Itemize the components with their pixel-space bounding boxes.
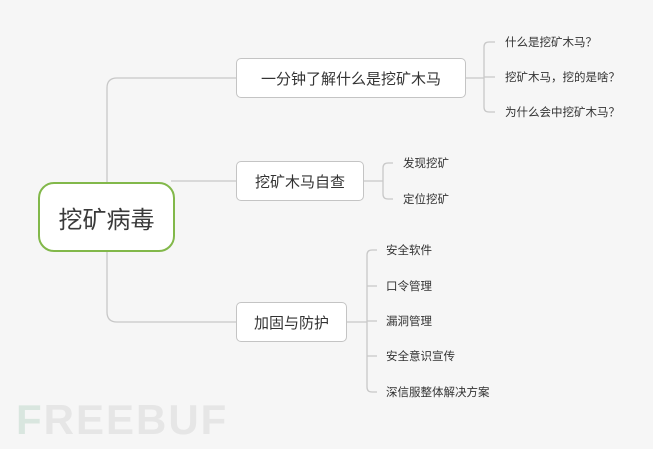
root-node[interactable]: 挖矿病毒 [38,182,175,252]
root-label: 挖矿病毒 [58,205,155,234]
watermark-prefix: F [16,396,44,443]
watermark-rest: REEBUF [43,396,229,443]
freebuf-watermark: FREEBUF [16,398,228,442]
leaf-node[interactable]: 什么是挖矿木马？ [505,35,597,49]
leaf-node[interactable]: 为什么会中挖矿木马？ [505,105,620,119]
branch-node-protection[interactable]: 加固与防护 [236,302,347,342]
branch-label: 一分钟了解什么是挖矿木马 [260,69,441,88]
leaf-node[interactable]: 安全软件 [386,243,432,257]
leaf-node[interactable]: 定位挖矿 [403,192,449,206]
branch-label: 加固与防护 [253,313,329,332]
leaf-node[interactable]: 漏洞管理 [386,314,432,328]
branch-label: 挖矿木马自查 [254,172,345,191]
branch-node-selfcheck[interactable]: 挖矿木马自查 [236,161,364,201]
leaf-node[interactable]: 深信服整体解决方案 [386,385,490,399]
leaf-node[interactable]: 口令管理 [386,279,432,293]
branch-node-intro[interactable]: 一分钟了解什么是挖矿木马 [236,58,466,98]
leaf-node[interactable]: 挖矿木马，挖的是啥？ [505,70,620,84]
leaf-node[interactable]: 发现挖矿 [403,156,449,170]
leaf-node[interactable]: 安全意识宣传 [386,349,455,363]
